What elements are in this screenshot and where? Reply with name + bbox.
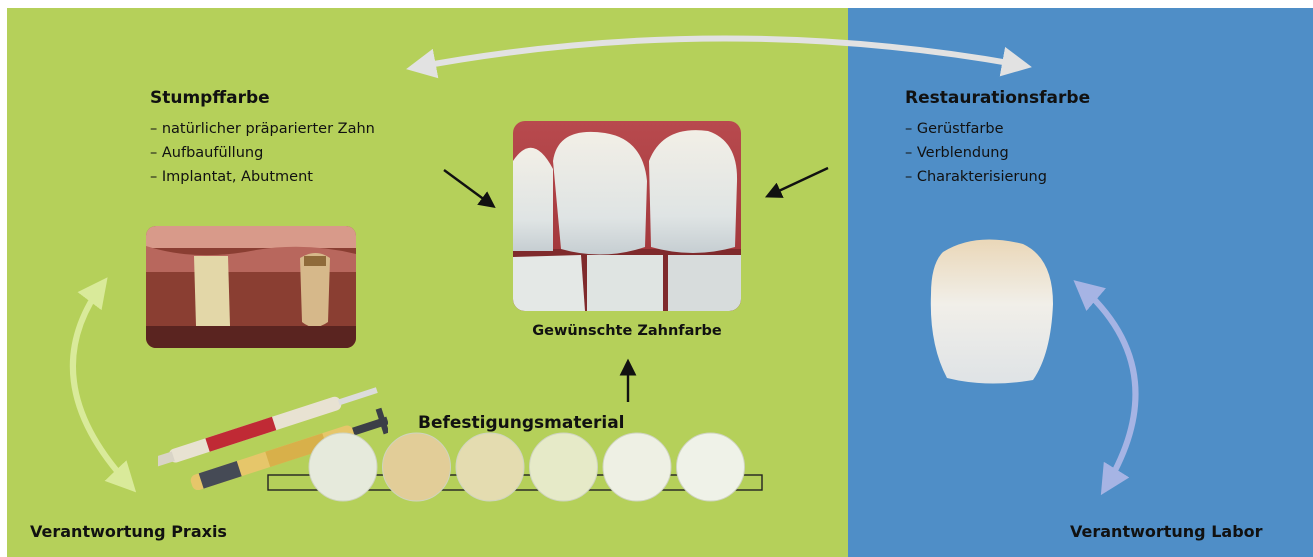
lab-cycle-arrow — [1078, 284, 1135, 490]
practice-cycle-arrow — [73, 282, 132, 488]
arrow-stump-to-photo — [444, 170, 493, 206]
arrow-restoration-to-photo — [768, 168, 828, 196]
top-double-arrow — [412, 38, 1026, 68]
